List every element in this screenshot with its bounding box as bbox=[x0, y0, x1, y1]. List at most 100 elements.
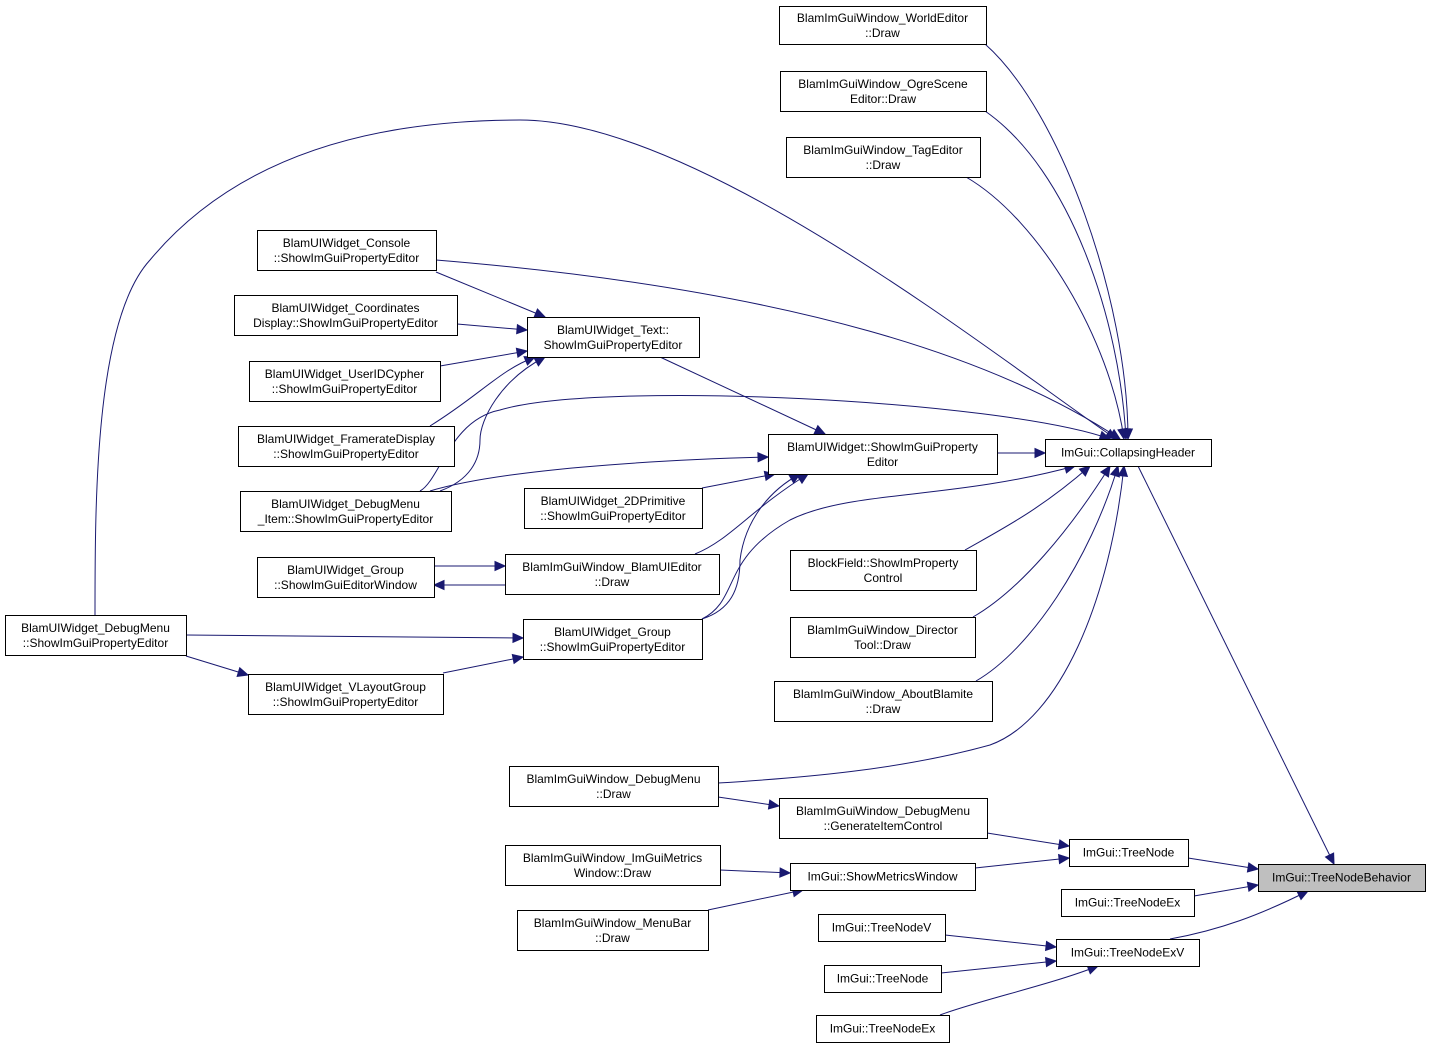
node-dmi[interactable]: BlamUIWidget_DebugMenu_Item::ShowImGuiPr… bbox=[240, 491, 452, 532]
node-box bbox=[524, 488, 703, 529]
node-label: _Item::ShowImGuiPropertyEditor bbox=[257, 512, 433, 526]
node-vlg[interactable]: BlamUIWidget_VLayoutGroup::ShowImGuiProp… bbox=[248, 674, 444, 715]
edge-uiw-gpe bbox=[701, 473, 802, 620]
edge-line bbox=[94, 119, 1117, 616]
edge-line bbox=[439, 350, 528, 367]
node-label: ImGui::ShowMetricsWindow bbox=[807, 870, 957, 884]
node-tnex2[interactable]: ImGui::TreeNodeEx bbox=[816, 1015, 950, 1043]
node-box bbox=[1061, 889, 1195, 917]
edge-smw-metw bbox=[719, 867, 792, 878]
node-text[interactable]: BlamUIWidget_Text::ShowImGuiPropertyEdit… bbox=[527, 317, 700, 358]
node-con[interactable]: BlamUIWidget_Console::ShowImGuiPropertyE… bbox=[257, 230, 437, 271]
node-label: BlamUIWidget_FramerateDisplay bbox=[257, 432, 435, 446]
edge-line bbox=[1169, 890, 1309, 940]
edge-line bbox=[456, 323, 528, 331]
node-bue[interactable]: BlamImGuiWindow_BlamUIEditor::Draw bbox=[505, 554, 720, 595]
edge-arrowhead bbox=[1324, 852, 1335, 866]
node-label: ::Draw bbox=[595, 931, 630, 945]
node-label: ::Draw bbox=[595, 575, 630, 589]
graph-nodes: BlamImGuiWindow_WorldEditor::DrawBlamImG… bbox=[5, 6, 1426, 1043]
node-label: ImGui::TreeNodeBehavior bbox=[1272, 871, 1411, 885]
node-tnex[interactable]: ImGui::TreeNodeEx bbox=[1061, 889, 1195, 917]
edge-line bbox=[975, 465, 1119, 682]
edge-arrowhead bbox=[515, 347, 529, 358]
node-box bbox=[505, 845, 721, 886]
node-dmd[interactable]: BlamImGuiWindow_DebugMenu::Draw bbox=[509, 766, 719, 807]
node-uiw[interactable]: BlamUIWidget::ShowImGuiPropertyEditor bbox=[768, 434, 998, 475]
node-label: Window::Draw bbox=[574, 866, 652, 880]
edge-ch-dir bbox=[972, 464, 1111, 618]
node-ch[interactable]: ImGui::CollapsingHeader bbox=[1045, 439, 1212, 467]
edge-arrowhead bbox=[533, 356, 547, 367]
node-smw[interactable]: ImGui::ShowMetricsWindow bbox=[790, 863, 976, 891]
node-fps[interactable]: BlamUIWidget_FramerateDisplay::ShowImGui… bbox=[238, 426, 455, 467]
node-box bbox=[248, 674, 444, 715]
node-label: ::Draw bbox=[866, 158, 901, 172]
node-label: BlamUIWidget::ShowImGuiProperty bbox=[787, 440, 978, 454]
node-tn2[interactable]: ImGui::TreeNode bbox=[824, 965, 942, 993]
node-label: BlockField::ShowImProperty bbox=[808, 556, 959, 570]
edge-line bbox=[1187, 857, 1259, 870]
edge-line bbox=[701, 473, 801, 620]
node-box bbox=[238, 426, 455, 467]
node-tn1[interactable]: ImGui::TreeNode bbox=[1069, 839, 1189, 867]
node-box bbox=[779, 798, 988, 839]
edge-line bbox=[439, 356, 546, 492]
node-mb[interactable]: BlamImGuiWindow_MenuBar::Draw bbox=[517, 910, 709, 951]
edge-arrowhead bbox=[1117, 427, 1128, 441]
node-gic[interactable]: BlamImGuiWindow_DebugMenu::GenerateItemC… bbox=[779, 798, 988, 839]
node-box bbox=[5, 615, 187, 656]
node-gpe[interactable]: BlamUIWidget_Group::ShowImGuiPropertyEdi… bbox=[523, 619, 703, 660]
edge-arrowhead bbox=[1058, 853, 1071, 865]
node-about[interactable]: BlamImGuiWindow_AboutBlamite::Draw bbox=[774, 681, 993, 722]
edge-arrowhead bbox=[813, 424, 827, 435]
node-tag[interactable]: BlamImGuiWindow_TagEditor::Draw bbox=[786, 137, 981, 178]
edge-line bbox=[719, 869, 791, 874]
node-label: BlamImGuiWindow_TagEditor bbox=[803, 143, 962, 157]
node-label: ::ShowImGuiPropertyEditor bbox=[273, 447, 418, 461]
edge-text-coord bbox=[456, 323, 529, 335]
node-tnexv[interactable]: ImGui::TreeNodeExV bbox=[1056, 939, 1200, 967]
node-tnv[interactable]: ImGui::TreeNodeV bbox=[818, 914, 946, 942]
edge-line bbox=[984, 110, 1127, 440]
edge-line bbox=[974, 857, 1070, 869]
node-gwin[interactable]: BlamUIWidget_Group::ShowImGuiEditorWindo… bbox=[257, 557, 435, 598]
edge-line bbox=[1193, 884, 1259, 897]
node-box bbox=[1069, 839, 1189, 867]
edge-arrowhead bbox=[1109, 464, 1120, 478]
node-tnb[interactable]: ImGui::TreeNodeBehavior bbox=[1258, 864, 1426, 892]
edge-line bbox=[659, 356, 826, 435]
node-label: ImGui::TreeNode bbox=[1083, 846, 1175, 860]
node-box bbox=[790, 863, 976, 891]
node-label: Control bbox=[864, 571, 903, 585]
node-label: ::ShowImGuiPropertyEditor bbox=[540, 509, 685, 523]
node-box bbox=[1045, 439, 1212, 467]
edge-bue-gwin bbox=[432, 579, 505, 591]
node-we[interactable]: BlamImGuiWindow_WorldEditor::Draw bbox=[779, 6, 987, 45]
node-d2p[interactable]: BlamUIWidget_2DPrimitive::ShowImGuiPrope… bbox=[524, 488, 703, 529]
node-dm[interactable]: BlamUIWidget_DebugMenu::ShowImGuiPropert… bbox=[5, 615, 187, 656]
node-label: ::ShowImGuiPropertyEditor bbox=[272, 382, 417, 396]
node-box bbox=[816, 1015, 950, 1043]
node-label: BlamImGuiWindow_OgreScene bbox=[798, 77, 968, 91]
node-box bbox=[257, 230, 437, 271]
edge-line bbox=[707, 889, 804, 911]
node-uid[interactable]: BlamUIWidget_UserIDCypher::ShowImGuiProp… bbox=[249, 361, 441, 402]
edge-line bbox=[717, 465, 1125, 784]
node-box bbox=[257, 557, 435, 598]
node-box bbox=[249, 361, 441, 402]
edge-arrowhead bbox=[512, 632, 525, 644]
node-coord[interactable]: BlamUIWidget_CoordinatesDisplay::ShowImG… bbox=[234, 295, 458, 336]
edge-line bbox=[429, 456, 769, 492]
node-box bbox=[517, 910, 709, 951]
edge-ch-gpe bbox=[701, 463, 1077, 620]
edge-tnb-ch bbox=[1137, 465, 1335, 866]
edge-ch-ogre bbox=[984, 110, 1131, 441]
edge-arrowhead bbox=[757, 452, 770, 463]
edge-arrowhead bbox=[788, 473, 802, 484]
